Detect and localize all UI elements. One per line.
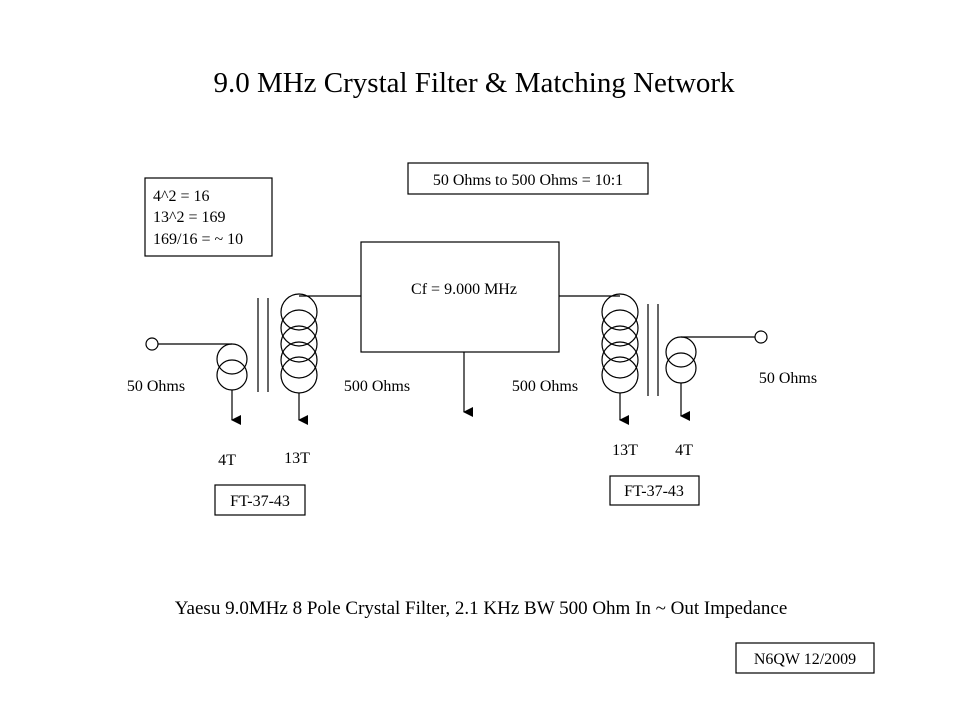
output-port-impedance: 50 Ohms	[759, 370, 817, 387]
ratio-note: 50 Ohms to 500 Ohms = 10:1	[433, 172, 623, 189]
signature-box	[735, 642, 875, 674]
signature: N6QW 12/2009	[754, 651, 856, 668]
input-primary-turns: 4T	[218, 452, 236, 469]
input-secondary-winding-turn	[280, 341, 318, 379]
output-primary-winding	[601, 293, 639, 331]
output-primary-winding-turn	[601, 325, 639, 363]
calculation-box	[144, 177, 273, 257]
calc-line-2: 13^2 = 169	[153, 209, 226, 226]
input-secondary-turns: 13T	[284, 450, 310, 467]
input-port-impedance: 50 Ohms	[127, 378, 185, 395]
calc-line-3: 169/16 = ~ 10	[153, 231, 243, 248]
diagram-title: 9.0 MHz Crystal Filter & Matching Networ…	[213, 67, 735, 99]
output-transformer	[559, 293, 768, 425]
input-secondary-winding-turn	[280, 309, 318, 347]
output-filter-impedance: 500 Ohms	[512, 378, 578, 395]
output-secondary-turns: 4T	[675, 442, 693, 459]
input-core-box	[214, 484, 306, 516]
ratio-note-box	[407, 162, 649, 195]
crystal-filter-block	[360, 241, 560, 353]
input-port-terminal	[145, 337, 159, 351]
output-core-label: FT-37-43	[624, 483, 684, 500]
output-secondary-winding	[665, 336, 697, 368]
output-secondary-winding-turn	[665, 352, 697, 384]
output-port-terminal	[754, 330, 768, 344]
output-primary-turns: 13T	[612, 442, 638, 459]
output-primary-winding-turn	[601, 341, 639, 379]
output-primary-winding-turn	[601, 309, 639, 347]
input-core-label: FT-37-43	[230, 493, 290, 510]
input-transformer	[145, 293, 361, 425]
filter-label: Cf = 9.000 MHz	[411, 281, 517, 298]
filter-description: Yaesu 9.0MHz 8 Pole Crystal Filter, 2.1 …	[175, 598, 788, 619]
input-secondary-winding-turn	[280, 325, 318, 363]
input-primary-winding	[216, 343, 248, 375]
calc-line-1: 4^2 = 16	[153, 188, 210, 205]
input-filter-impedance: 500 Ohms	[344, 378, 410, 395]
output-core-box	[609, 475, 700, 506]
input-primary-winding-turn	[216, 359, 248, 391]
input-secondary-winding	[280, 293, 318, 331]
